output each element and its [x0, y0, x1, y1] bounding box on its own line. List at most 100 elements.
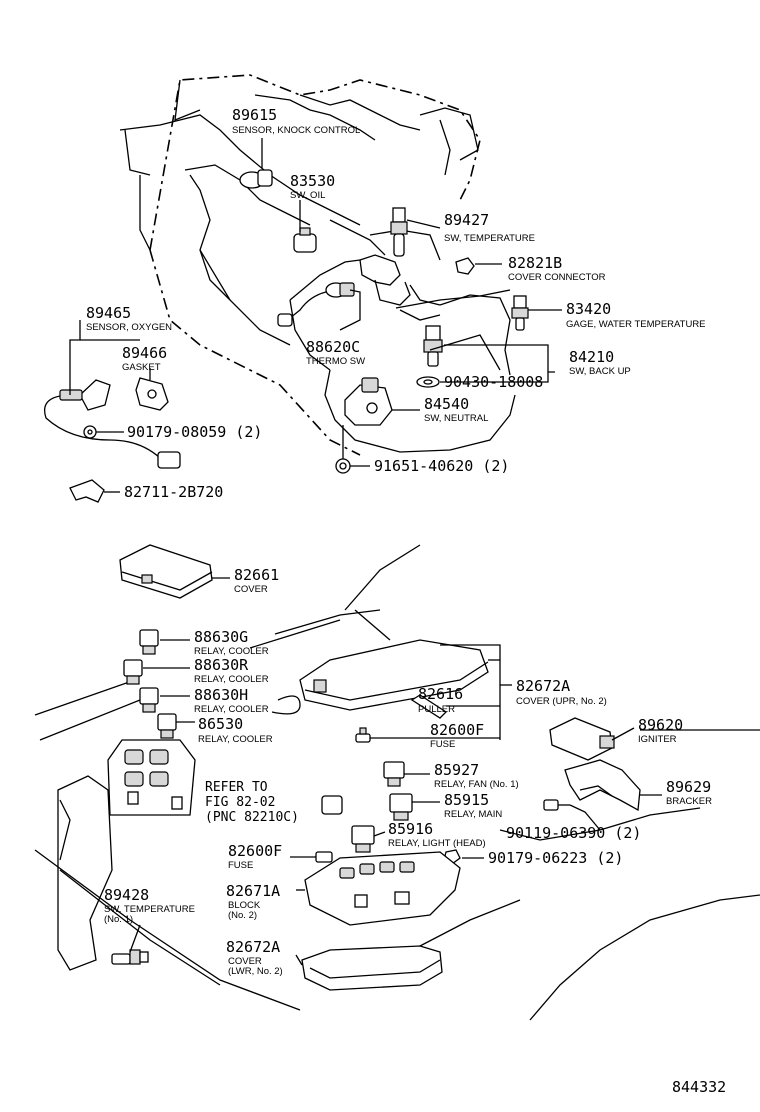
- puller-shape: [410, 694, 448, 719]
- part-91651-number: 91651-40620 (2): [374, 457, 509, 475]
- part-84210-desc: SW, BACK UP: [569, 366, 631, 377]
- relay-block-ref-shape: [107, 739, 196, 816]
- part-88630R-number: 88630R: [194, 656, 249, 674]
- part-82661-desc: COVER: [234, 584, 268, 595]
- part-89620-number: 89620: [638, 716, 683, 734]
- part-84210-number: 84210: [569, 348, 614, 366]
- refer-line-3: (PNC 82210C): [205, 810, 299, 825]
- part-85915-number: 85915: [444, 791, 489, 809]
- part-90179-06223-number: 90179-06223 (2): [488, 849, 623, 867]
- part-84540-desc: SW, NEUTRAL: [424, 413, 488, 424]
- water-gage-shape: [511, 295, 529, 331]
- relay-88630R-shape: [123, 659, 143, 685]
- part-83530-desc: SW, OIL: [290, 190, 325, 201]
- knock-sensor-shape: [239, 169, 273, 189]
- bolt-91651-shape: [335, 458, 351, 474]
- part-85927-number: 85927: [434, 761, 479, 779]
- part-82616-desc: PULLER: [418, 704, 455, 715]
- igniter-shape: [549, 717, 615, 761]
- fuse-cover-82661-shape: [119, 544, 213, 599]
- relay-88630H-shape: [139, 687, 159, 713]
- part-88630G-desc: RELAY, COOLER: [194, 646, 269, 657]
- part-82672A-upper-number: 82672A: [516, 677, 570, 695]
- fuse-82600F-lower-shape: [315, 851, 333, 863]
- part-82672A-upper-desc: COVER (UPR, No. 2): [516, 696, 607, 707]
- part-89629-desc: BRACKER: [666, 796, 712, 807]
- part-89427-number: 89427: [444, 211, 489, 229]
- temp-switch-shape: [390, 207, 408, 257]
- engine-outline: [119, 74, 516, 456]
- relay-light-shape: [351, 825, 375, 853]
- part-82821B-desc: COVER CONNECTOR: [508, 272, 606, 283]
- diagram-id: 844332: [672, 1078, 726, 1096]
- part-89428-number: 89428: [104, 886, 149, 904]
- part-88630R-desc: RELAY, COOLER: [194, 674, 269, 685]
- washer-shape: [416, 376, 440, 388]
- part-82821B-number: 82821B: [508, 254, 562, 272]
- temp-switch-no1-shape: [111, 949, 149, 965]
- part-89629-number: 89629: [666, 778, 711, 796]
- oil-switch-shape: [293, 227, 317, 253]
- part-89465-number: 89465: [86, 304, 131, 322]
- part-82672A-lower-desc-2: (LWR, No. 2): [228, 966, 283, 977]
- part-82711-number: 82711-2B720: [124, 483, 223, 501]
- part-88630H-number: 88630H: [194, 686, 248, 704]
- upper-leaders: [69, 138, 562, 493]
- part-82671A-desc-2: (No. 2): [228, 910, 257, 921]
- part-82600F-upper-number: 82600F: [430, 721, 484, 739]
- part-83530-number: 83530: [290, 172, 335, 190]
- bolt-90119-shape: [543, 799, 570, 811]
- part-90179-08059-number: 90179-08059 (2): [127, 423, 262, 441]
- part-89428-desc: SW, TEMPERATURE: [104, 904, 195, 915]
- thermo-switch-shape: [277, 282, 355, 327]
- part-83420-number: 83420: [566, 300, 611, 318]
- relay-main-shape: [389, 793, 413, 821]
- part-82671A-desc: BLOCK: [228, 900, 261, 911]
- part-84540-number: 84540: [424, 395, 469, 413]
- part-82671A-number: 82671A: [226, 882, 280, 900]
- relay-ref-small-shape: [321, 795, 343, 815]
- fuse-82600F-upper-shape: [355, 727, 371, 743]
- part-89615-number: 89615: [232, 106, 277, 124]
- part-82600F-upper-desc: FUSE: [430, 739, 455, 750]
- bolt-90179-upper-shape: [83, 425, 97, 439]
- part-88630H-desc: RELAY, COOLER: [194, 704, 269, 715]
- part-82661-number: 82661: [234, 566, 279, 584]
- relay-86530-shape: [157, 713, 177, 739]
- clamp-82711-shape: [69, 479, 105, 503]
- part-89615-desc: SENSOR, KNOCK CONTROL: [232, 125, 360, 136]
- part-88620C-number: 88620C: [306, 338, 360, 356]
- bracket-shape: [564, 759, 641, 812]
- part-85915-desc: RELAY, MAIN: [444, 809, 502, 820]
- part-82616-number: 82616: [418, 685, 463, 703]
- part-89466-desc: GASKET: [122, 362, 161, 373]
- part-86530-desc: RELAY, COOLER: [198, 734, 273, 745]
- relay-fan-shape: [383, 761, 405, 787]
- junction-block-shape: [304, 851, 461, 926]
- part-88620C-desc: THERMO SW: [306, 356, 365, 367]
- fuse-block-cover-upper-shape: [299, 639, 489, 711]
- part-89427-desc: SW, TEMPERATURE: [444, 233, 535, 244]
- relay-88630G-shape: [139, 629, 159, 655]
- part-88630G-number: 88630G: [194, 628, 248, 646]
- lower-leaders: [129, 577, 662, 966]
- part-89428-desc-2: (No. 1): [104, 914, 133, 925]
- refer-line-2: FIG 82-02: [205, 795, 275, 810]
- lower-frame-outline: [34, 544, 760, 1021]
- part-90119-number: 90119-06390 (2): [506, 824, 641, 842]
- part-85916-number: 85916: [388, 820, 433, 838]
- part-82672A-lower-number: 82672A: [226, 938, 280, 956]
- neutral-switch-shape: [344, 377, 393, 426]
- part-90430-number: 90430-18008: [444, 373, 543, 391]
- part-89466-number: 89466: [122, 344, 167, 362]
- refer-line-1: REFER TO: [205, 780, 268, 795]
- backup-switch-shape: [423, 325, 443, 367]
- cover-connector-shape: [455, 257, 475, 275]
- lower-cover-shape: [301, 945, 443, 991]
- part-83420-desc: GAGE, WATER TEMPERATURE: [566, 319, 706, 330]
- part-85927-desc: RELAY, FAN (No. 1): [434, 779, 519, 790]
- gasket-shape: [135, 377, 169, 411]
- part-82672A-lower-desc: COVER: [228, 956, 262, 967]
- part-86530-number: 86530: [198, 715, 243, 733]
